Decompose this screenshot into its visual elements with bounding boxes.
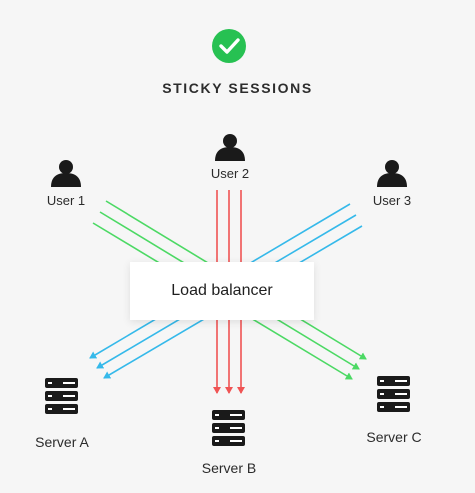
server-icon	[45, 378, 78, 414]
server-icon	[377, 376, 410, 412]
diagram-title: STICKY SESSIONS	[162, 80, 313, 96]
user-1-label: User 1	[46, 193, 86, 208]
server-b-label: Server B	[201, 460, 257, 476]
user-icon	[215, 134, 245, 161]
check-circle-icon	[212, 29, 246, 63]
server-c-label: Server C	[366, 429, 422, 445]
server-icon	[212, 410, 245, 446]
user-3-label: User 3	[372, 193, 412, 208]
server-a-label: Server A	[35, 434, 89, 450]
user-icon	[377, 160, 407, 187]
user-2-label: User 2	[210, 166, 250, 181]
load-balancer-label: Load balancer	[171, 282, 273, 299]
user-icon	[51, 160, 81, 187]
load-balancer: Load balancer	[130, 262, 314, 320]
